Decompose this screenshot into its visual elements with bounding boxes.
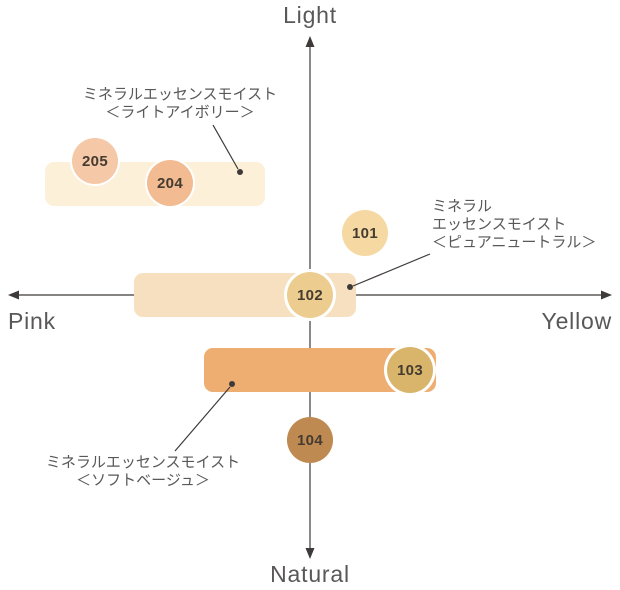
shade-circle-103: 103 bbox=[387, 347, 433, 393]
label-light-ivory-line1: ミネラルエッセンスモイスト bbox=[82, 86, 278, 103]
label-pure-neutral-line2: エッセンスモイスト bbox=[432, 216, 567, 233]
axis-label-pink: Pink bbox=[8, 308, 56, 334]
label-pure-neutral-line1: ミネラル bbox=[432, 198, 493, 215]
label-pure-neutral-line3: ＜ピュアニュートラル＞ bbox=[432, 234, 597, 251]
label-soft-beige-line2: ＜ソフトベージュ＞ bbox=[76, 472, 210, 489]
axis-arrow-up-icon bbox=[305, 36, 315, 47]
axis-arrow-down-icon bbox=[305, 548, 315, 559]
label-light-ivory-line2: ＜ライトアイボリー＞ bbox=[105, 104, 255, 121]
shade-circle-101: 101 bbox=[342, 210, 388, 256]
axis-label-light: Light bbox=[283, 2, 337, 28]
axis-label-yellow: Yellow bbox=[541, 308, 612, 334]
label-soft-beige: ミネラルエッセンスモイスト ＜ソフトベージュ＞ bbox=[33, 454, 253, 490]
leader-line-soft-beige bbox=[174, 386, 231, 452]
axis-arrow-right-icon bbox=[601, 290, 612, 300]
shade-circle-102: 102 bbox=[287, 272, 333, 318]
shade-circle-205: 205 bbox=[72, 138, 118, 184]
leader-line-pure-neutral bbox=[352, 253, 431, 287]
label-soft-beige-line1: ミネラルエッセンスモイスト bbox=[45, 454, 241, 471]
shade-circle-104: 104 bbox=[287, 417, 333, 463]
shade-circle-204: 204 bbox=[147, 160, 193, 206]
axis-label-natural: Natural bbox=[270, 561, 350, 587]
label-light-ivory: ミネラルエッセンスモイスト ＜ライトアイボリー＞ bbox=[62, 86, 298, 122]
axis-arrow-left-icon bbox=[8, 290, 19, 300]
label-pure-neutral: ミネラル エッセンスモイスト ＜ピュアニュートラル＞ bbox=[432, 198, 596, 252]
